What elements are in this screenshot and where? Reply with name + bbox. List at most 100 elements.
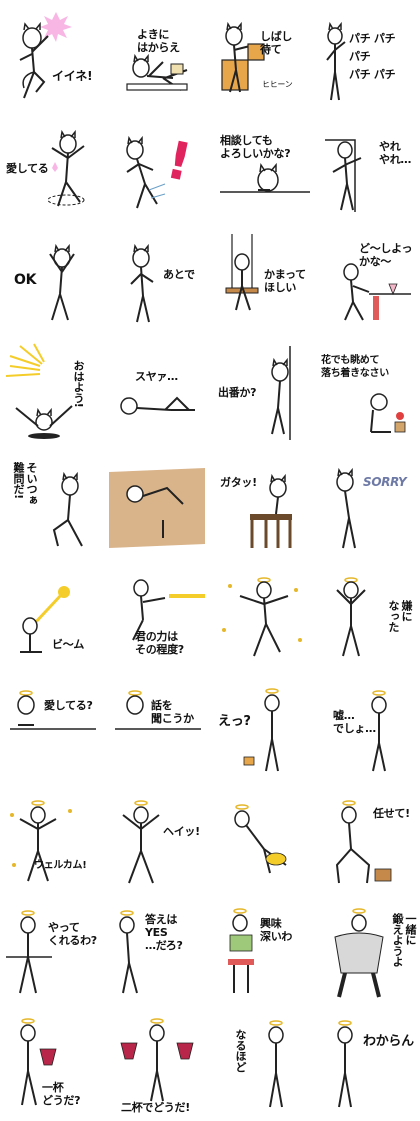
cat-block-figure bbox=[132, 579, 205, 641]
sticker-yareyare[interactable]: やれ やれ… bbox=[315, 112, 420, 224]
sticker-ok[interactable]: OK bbox=[0, 224, 105, 336]
angel-yes-figure bbox=[119, 910, 138, 994]
cat-surprised-figure bbox=[126, 135, 166, 209]
caption: かまって ほしい bbox=[264, 268, 306, 295]
sticker-iine[interactable]: イイネ! bbox=[0, 0, 105, 112]
sticker-atode[interactable]: あとで bbox=[105, 224, 210, 336]
sticker-hey[interactable]: ヘイッ! bbox=[105, 785, 210, 897]
angel-kneel-figure bbox=[335, 799, 392, 883]
sticker-soudan[interactable]: 相談しても よろしいかな? bbox=[210, 112, 315, 224]
sticker-makasete[interactable]: 任せて! bbox=[315, 785, 420, 897]
sticker-aishiteru2[interactable]: 愛してる? bbox=[0, 673, 105, 785]
sticker-gatah[interactable]: ガタッ! bbox=[210, 448, 315, 560]
angel-desk-figure bbox=[115, 689, 201, 730]
angel-sparkle-figure bbox=[222, 577, 302, 657]
cat-standing-figure bbox=[130, 244, 154, 323]
sticker-hanashiwo[interactable]: 話を 聞こうか bbox=[105, 673, 210, 785]
cat-morning-figure bbox=[5, 343, 73, 440]
sticker-naruhodo[interactable]: なるほど bbox=[210, 1009, 315, 1121]
caption: 嫌に なった bbox=[387, 600, 413, 633]
caption: 一緒に 鍛えようよ bbox=[391, 912, 417, 967]
angel-hey-figure bbox=[122, 799, 160, 884]
caption: OK bbox=[14, 272, 37, 289]
sticker-kiminochikara[interactable]: 君の力は その程度? bbox=[105, 560, 210, 672]
cat-beam-figure bbox=[20, 586, 70, 654]
caption: 嘘… でしょ… bbox=[333, 708, 376, 735]
cat-pointing-figure bbox=[19, 12, 72, 99]
sticker-yattekureru[interactable]: やって くれるわ? bbox=[0, 897, 105, 1009]
caption: やれ やれ… bbox=[379, 140, 412, 167]
cat-box-figure bbox=[221, 21, 265, 93]
sticker-beam[interactable]: ビ〜ム bbox=[0, 560, 105, 672]
cat-chairs-figure bbox=[250, 474, 292, 549]
sticker-sand[interactable] bbox=[105, 448, 210, 560]
caption: 愛してる bbox=[6, 162, 49, 176]
angel-table-figure bbox=[6, 910, 52, 993]
cat-sand-figure bbox=[109, 468, 205, 549]
caption: 出番か? bbox=[218, 386, 257, 400]
caption: SORRY bbox=[363, 475, 407, 490]
sticker-sorry[interactable]: SORRY bbox=[315, 448, 420, 560]
cat-reclining-figure bbox=[126, 53, 188, 91]
caption: しばし 待て bbox=[260, 30, 293, 56]
sticker-wakaran[interactable]: わからん bbox=[315, 1009, 420, 1121]
sticker-welcome[interactable]: ウェルカム! bbox=[0, 785, 105, 897]
cat-clapping-figure bbox=[326, 21, 346, 101]
cat-shelf-figure bbox=[325, 139, 362, 213]
sticker-aishiteru[interactable]: 愛してる bbox=[0, 112, 105, 224]
angel-muscle-figure bbox=[334, 908, 384, 998]
caption: あとで bbox=[163, 268, 195, 282]
caption: 興味 深いわ bbox=[260, 916, 293, 943]
caption: 一杯 どうだ? bbox=[42, 1080, 81, 1107]
sticker-uso[interactable]: 嘘… でしょ… bbox=[315, 673, 420, 785]
caption: 花でも眺めて 落ち着きなさい bbox=[321, 355, 389, 380]
caption: 二杯でどうだ! bbox=[121, 1100, 190, 1114]
angel-welcome-figure bbox=[10, 799, 72, 881]
sticker-yokini[interactable]: よきに はからえ bbox=[105, 0, 210, 112]
angel-shrug-figure bbox=[337, 1020, 353, 1108]
sticker-deban[interactable]: 出番か? bbox=[210, 336, 315, 448]
caption: ヘイッ! bbox=[163, 824, 200, 838]
angel-surprised-figure bbox=[243, 687, 280, 771]
angel-phone-figure bbox=[371, 689, 387, 771]
sticker-hana[interactable]: 花でも眺めて 落ち着きなさい bbox=[315, 336, 420, 448]
sticker-iyaninatta[interactable]: 嫌に なった bbox=[315, 560, 420, 672]
sticker-pachi[interactable]: パチ パチ パチ パチ パチ bbox=[315, 0, 420, 112]
sticker-yes[interactable]: 答えは YES …だろ? bbox=[105, 897, 210, 1009]
caption: ビ〜ム bbox=[52, 638, 85, 652]
cat-door-figure bbox=[271, 346, 291, 441]
caption: やって くれるわ? bbox=[48, 920, 97, 947]
angel-wine-figure bbox=[20, 1018, 57, 1106]
sound-effect: ヒヒーン bbox=[262, 80, 293, 89]
cat-sleeping-figure bbox=[120, 396, 195, 416]
caption: ガタッ! bbox=[220, 476, 257, 490]
caption: そいつぁ 難問だ! bbox=[12, 462, 38, 506]
sticker-shibashi[interactable]: しばし 待て ヒヒーン bbox=[210, 0, 315, 112]
sticker-surprise[interactable]: ! bbox=[105, 112, 210, 224]
sticker-ohayou[interactable]: おはよう! bbox=[0, 336, 105, 448]
sticker-doushiyo[interactable]: ど〜しよっ かな〜 bbox=[315, 224, 420, 336]
caption: えっ? bbox=[218, 713, 251, 729]
caption: わからん bbox=[363, 1033, 414, 1049]
cat-sorry-figure bbox=[336, 468, 356, 549]
cat-heart-figure bbox=[47, 129, 85, 207]
sticker-fall[interactable] bbox=[210, 785, 315, 897]
angel-peek-figure bbox=[10, 689, 96, 730]
caption: 相談しても よろしいかな? bbox=[220, 134, 291, 161]
sticker-nihai[interactable]: 二杯でどうだ! bbox=[105, 1009, 210, 1121]
sticker-sparkle[interactable] bbox=[210, 560, 315, 672]
sticker-nanmon[interactable]: そいつぁ 難問だ! bbox=[0, 448, 105, 560]
angel-fall-figure bbox=[234, 803, 287, 873]
sticker-ippai[interactable]: 一杯 どうだ? bbox=[0, 1009, 105, 1121]
angel-nod-figure bbox=[268, 1020, 284, 1108]
sticker-kamatte[interactable]: かまって ほしい bbox=[210, 224, 315, 336]
sticker-suyaa[interactable]: スヤァ… bbox=[105, 336, 210, 448]
sticker-kitaeyou[interactable]: 一緒に 鍛えようよ bbox=[315, 897, 420, 1009]
caption: 話を 聞こうか bbox=[151, 698, 194, 725]
caption: なるほど bbox=[234, 1028, 247, 1072]
cat-ok-figure bbox=[49, 244, 75, 321]
sticker-kyoumi[interactable]: 興味 深いわ bbox=[210, 897, 315, 1009]
sticker-ett[interactable]: えっ? bbox=[210, 673, 315, 785]
angel-papers-figure bbox=[336, 577, 366, 657]
